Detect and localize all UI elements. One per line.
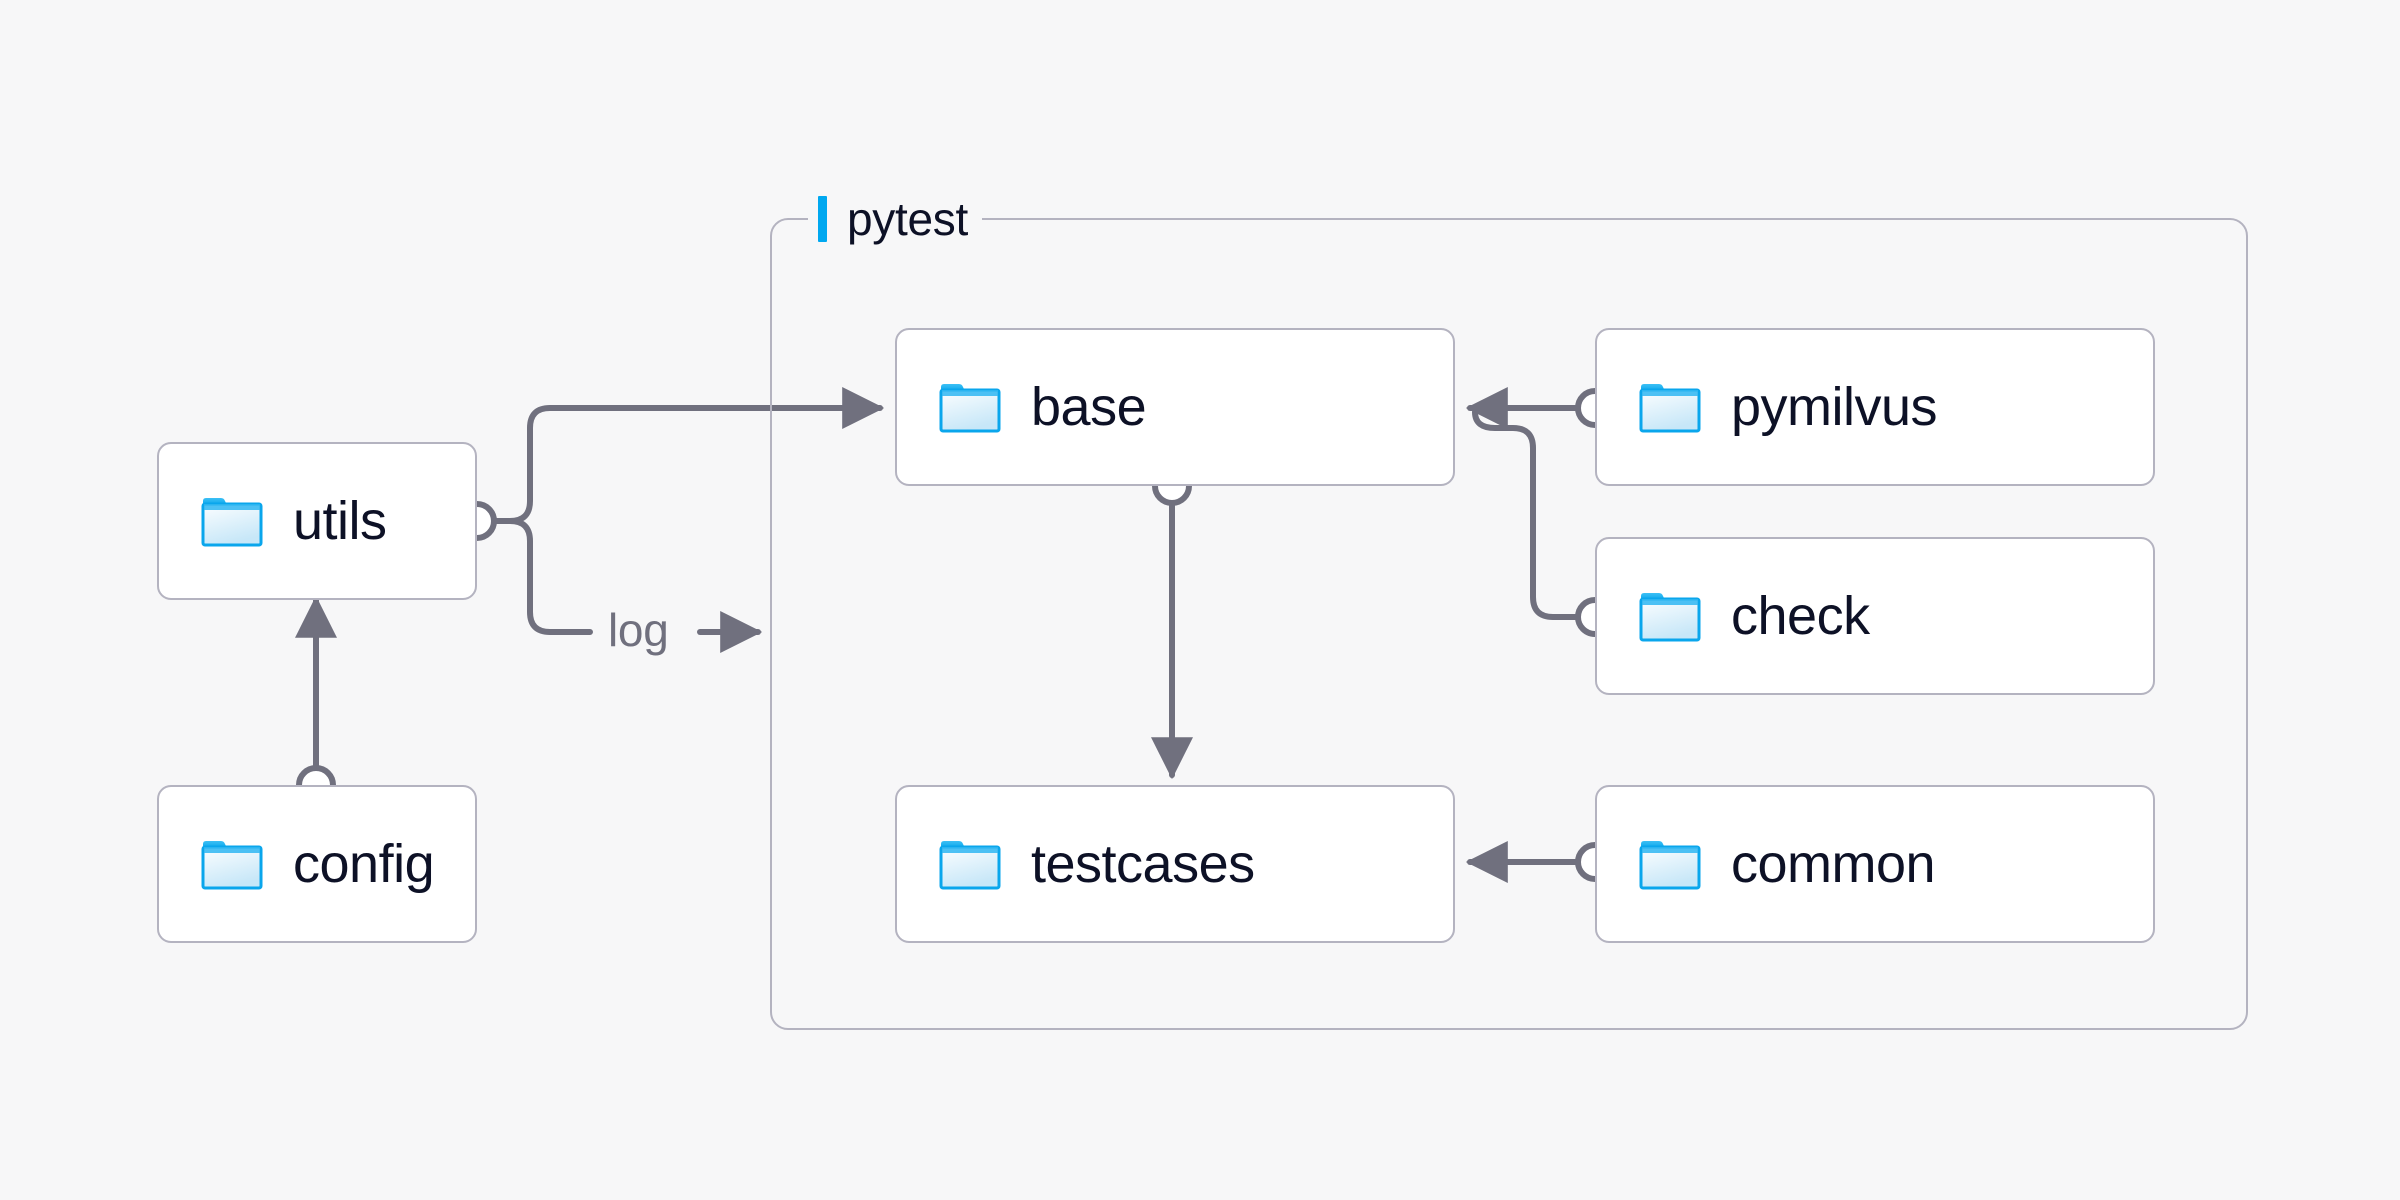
node-label: base (1031, 377, 1147, 437)
folder-icon (201, 841, 263, 890)
folder-icon (1639, 593, 1701, 642)
node-label: check (1731, 586, 1870, 646)
folder-icon (1639, 841, 1701, 890)
node-utils[interactable]: utils (157, 442, 477, 600)
edge-config-utils (295, 595, 337, 805)
group-title-pytest: pytest (808, 193, 982, 245)
folder-icon (201, 498, 263, 547)
node-label: testcases (1031, 834, 1255, 894)
group-title-label: pytest (847, 193, 968, 245)
folder-icon (939, 384, 1001, 433)
node-label: common (1731, 834, 1936, 894)
group-accent-bar (818, 196, 827, 242)
node-base[interactable]: base (895, 328, 1455, 486)
edge-label-log: log (600, 603, 677, 657)
node-label: config (293, 834, 435, 894)
node-label: utils (293, 491, 387, 551)
folder-icon (1639, 384, 1701, 433)
group-container-pytest (770, 218, 2248, 1030)
node-testcases[interactable]: testcases (895, 785, 1455, 943)
node-pymilvus[interactable]: pymilvus (1595, 328, 2155, 486)
edge-utils-log (491, 518, 763, 653)
node-check[interactable]: check (1595, 537, 2155, 695)
node-common[interactable]: common (1595, 785, 2155, 943)
folder-icon (939, 841, 1001, 890)
node-config[interactable]: config (157, 785, 477, 943)
node-label: pymilvus (1731, 377, 1938, 437)
